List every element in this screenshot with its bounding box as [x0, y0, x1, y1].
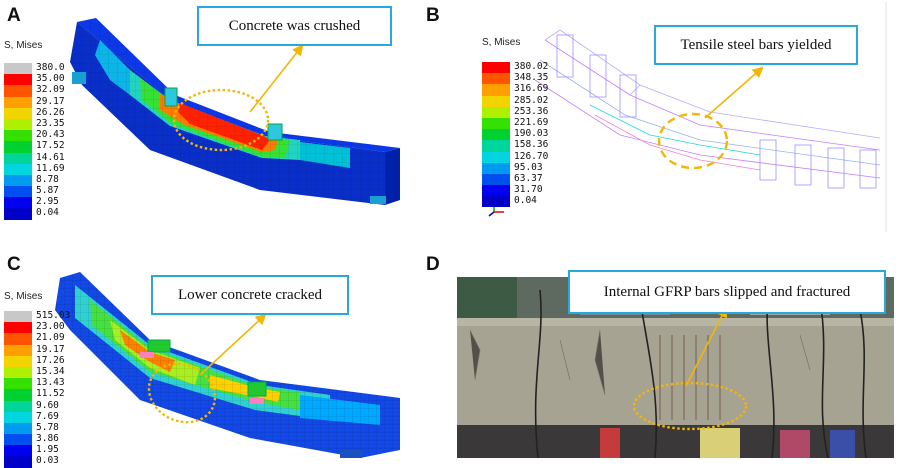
legend-value: 21.09 — [36, 332, 65, 344]
legend-value: 95.03 — [514, 161, 543, 173]
legend-value: 26.26 — [36, 106, 65, 118]
legend-value: 190.03 — [514, 128, 549, 140]
arrow-a — [249, 44, 304, 113]
legend-value: 515.03 — [36, 310, 71, 321]
legend-value: 9.60 — [36, 399, 59, 411]
legend-value: 285.02 — [514, 94, 549, 106]
legend-value: 14.61 — [36, 151, 65, 163]
legend-value: 1.95 — [36, 444, 59, 456]
legend-value: 158.36 — [514, 139, 549, 151]
legend-value: 316.69 — [514, 83, 549, 95]
legend-value: 8.78 — [36, 173, 59, 185]
legend-value: 0.03 — [36, 455, 59, 467]
callout-a: Concrete was crushed — [197, 6, 392, 46]
legend-value: 2.95 — [36, 196, 59, 208]
legend-value: 5.87 — [36, 185, 59, 197]
panel-letter-d: D — [426, 254, 440, 275]
legend-value: 0.04 — [514, 195, 537, 207]
panel-letter-c: C — [7, 254, 21, 275]
legend-value: 23.00 — [36, 321, 65, 333]
callout-d: Internal GFRP bars slipped and fractured — [568, 270, 886, 314]
legend-value: 253.36 — [514, 105, 549, 117]
beam-model-a — [12, 18, 402, 217]
arrow-b — [704, 66, 764, 119]
legend-value: 29.17 — [36, 95, 65, 107]
legend-value: 11.69 — [36, 162, 65, 174]
legend-value: 5.78 — [36, 421, 59, 433]
legend-value: 0.04 — [36, 207, 59, 219]
contour-title-a: S, Mises — [4, 40, 43, 51]
legend-value: 13.43 — [36, 377, 65, 389]
legend-value: 35.00 — [36, 73, 65, 85]
legend-value: 348.35 — [514, 72, 549, 84]
contour-title-c: S, Mises — [4, 291, 43, 302]
legend-value: 380.02 — [514, 61, 549, 72]
callout-c: Lower concrete cracked — [151, 275, 349, 315]
legend-value: 31.70 — [514, 184, 543, 196]
rebar-cage-b — [488, 29, 881, 217]
arrow-d — [685, 306, 728, 387]
legend-value: 63.37 — [514, 172, 543, 184]
legend-value: 221.69 — [514, 116, 549, 128]
legend-value: 17.52 — [36, 140, 65, 152]
legend-value: 380.0 — [36, 62, 65, 73]
legend-value: 3.86 — [36, 433, 59, 445]
legend-value: 15.34 — [36, 365, 65, 377]
legend-value: 126.70 — [514, 150, 549, 162]
legend-value: 19.17 — [36, 343, 65, 355]
arrow-c — [199, 313, 267, 376]
panel-letter-b: B — [426, 5, 440, 26]
beam-model-c — [12, 272, 400, 460]
legend-value: 11.52 — [36, 388, 65, 400]
legend-value: 7.69 — [36, 410, 59, 422]
panel-letter-a: A — [7, 5, 21, 26]
legend-value: 32.09 — [36, 84, 65, 96]
contour-title-b: S, Mises — [482, 37, 521, 48]
legend-value: 17.26 — [36, 354, 65, 366]
legend-value: 23.35 — [36, 117, 65, 129]
callout-b: Tensile steel bars yielded — [654, 25, 858, 65]
legend-value: 20.43 — [36, 129, 65, 141]
